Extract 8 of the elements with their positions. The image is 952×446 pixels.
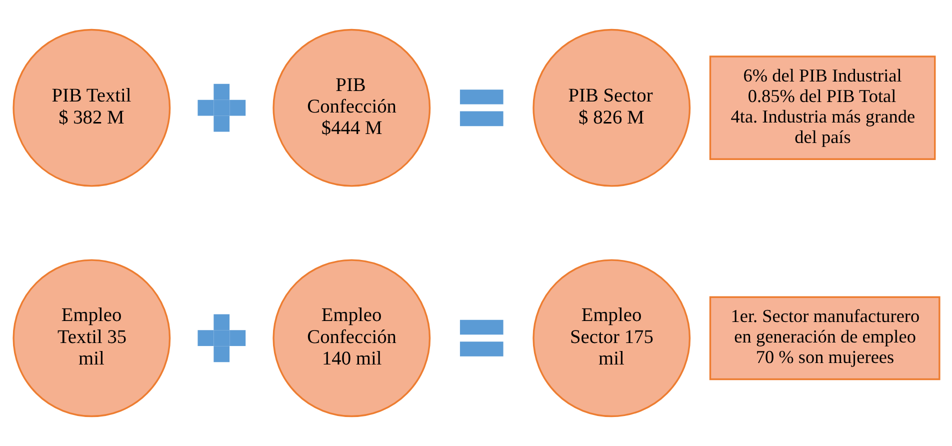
node-circle: PIB Sector $ 826 M (532, 28, 690, 187)
node-box: 6% del PIB Industrial 0.85% del PIB Total 4ta. Industria más grande del país (708, 56, 936, 160)
node-circle: Empleo Confección 140 mil (272, 259, 430, 418)
node-circle: PIB Textil $ 382 M (12, 28, 170, 187)
node-circle: Empleo Textil 35 mil (12, 259, 170, 418)
node-box: 1er. Sector manufacturero en generación de empleo 70 % son mujerees (708, 296, 940, 380)
node-circle: PIB Confección $444 M (272, 28, 430, 187)
node-circle: Empleo Sector 175 mil (532, 259, 690, 418)
